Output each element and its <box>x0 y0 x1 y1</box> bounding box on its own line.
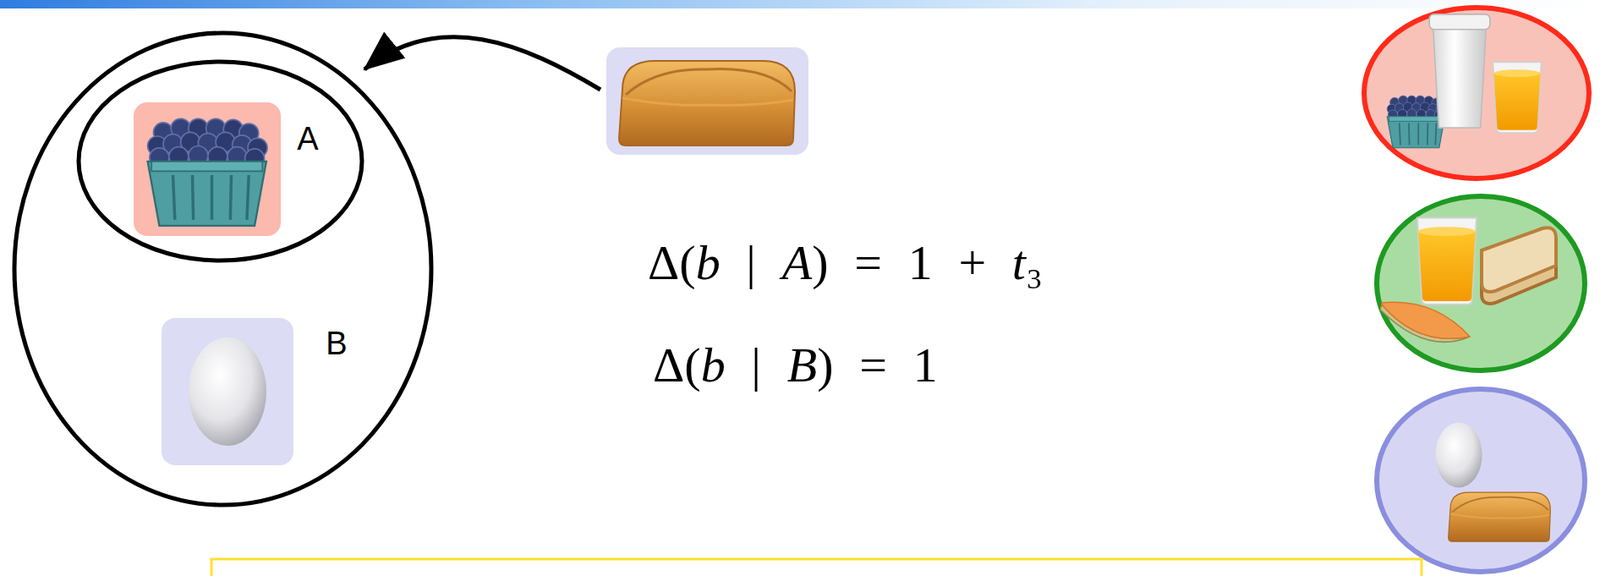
equation: Δ(b | B) = 1 <box>652 337 938 395</box>
set-outline <box>11 30 434 508</box>
set-ellipse: AB <box>11 30 434 508</box>
set-label: B <box>325 327 347 362</box>
orange-juice <box>1492 61 1541 133</box>
highlight-box <box>211 558 1422 576</box>
title-bar <box>0 0 1600 9</box>
item-tile <box>161 317 294 466</box>
bread-loaf <box>1448 492 1551 542</box>
item-tile <box>606 47 809 155</box>
equation-holder: Δ(b | A) = 1 + t₃ <box>647 235 1043 292</box>
egg-picture <box>188 337 267 446</box>
add-arrow <box>364 37 601 90</box>
set-circle <box>1376 389 1585 572</box>
set-ellipse-outline <box>14 32 432 505</box>
egg-picture <box>1435 422 1482 488</box>
blueberry-punnet <box>147 118 268 225</box>
coffee-cup <box>1429 14 1491 128</box>
set-circle <box>1364 7 1590 179</box>
set-ellipse: A <box>76 59 365 264</box>
bread-loaf <box>619 60 795 146</box>
set-ellipse-outline <box>78 61 362 261</box>
blueberry-punnet <box>1386 95 1446 148</box>
equation: Δ(b | A) = 1 + t₃ <box>647 235 1043 292</box>
cantaloupe-slice <box>1380 301 1470 342</box>
orange-juice <box>1417 217 1477 305</box>
set-label: A <box>296 122 318 157</box>
equation-holder: Δ(b | B) = 1 <box>652 337 938 395</box>
item-tile <box>133 102 281 236</box>
sandwich <box>1481 227 1557 304</box>
set-circle <box>1376 196 1585 371</box>
set-outline <box>76 59 365 264</box>
